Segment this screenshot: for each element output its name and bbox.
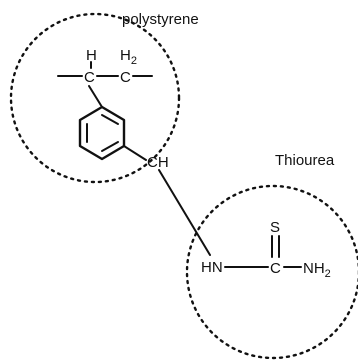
backbone-h: H	[86, 47, 97, 64]
benzene-inner-bond-bottom	[101, 141, 119, 152]
polystyrene-group-circle	[9, 12, 181, 184]
thiourea-group-circle	[185, 184, 358, 360]
ch-to-hn-bond	[158, 169, 211, 256]
backbone-c-left: C	[84, 69, 95, 86]
backbone-c-right: C	[120, 69, 131, 86]
nh2-label: NH2	[303, 260, 331, 280]
polystyrene-label: polystyrene	[122, 11, 199, 28]
nh2-main: NH	[303, 260, 325, 277]
backbone-to-ring-bond	[88, 85, 103, 108]
ch-label: CH	[147, 154, 169, 171]
backbone-h2: H2	[120, 47, 137, 67]
nh2-subscript: 2	[325, 268, 331, 280]
hn-label: HN	[201, 259, 223, 276]
thiourea-c-label: C	[270, 260, 281, 277]
benzene-ring	[78, 105, 126, 161]
backbone-h2-subscript: 2	[131, 55, 137, 67]
benzene-inner-bond-top	[101, 114, 119, 125]
backbone-h2-main: H	[120, 47, 131, 64]
ring-to-ch-bond	[123, 145, 147, 161]
s-label: S	[270, 219, 280, 236]
thiourea-label: Thiourea	[275, 152, 335, 169]
